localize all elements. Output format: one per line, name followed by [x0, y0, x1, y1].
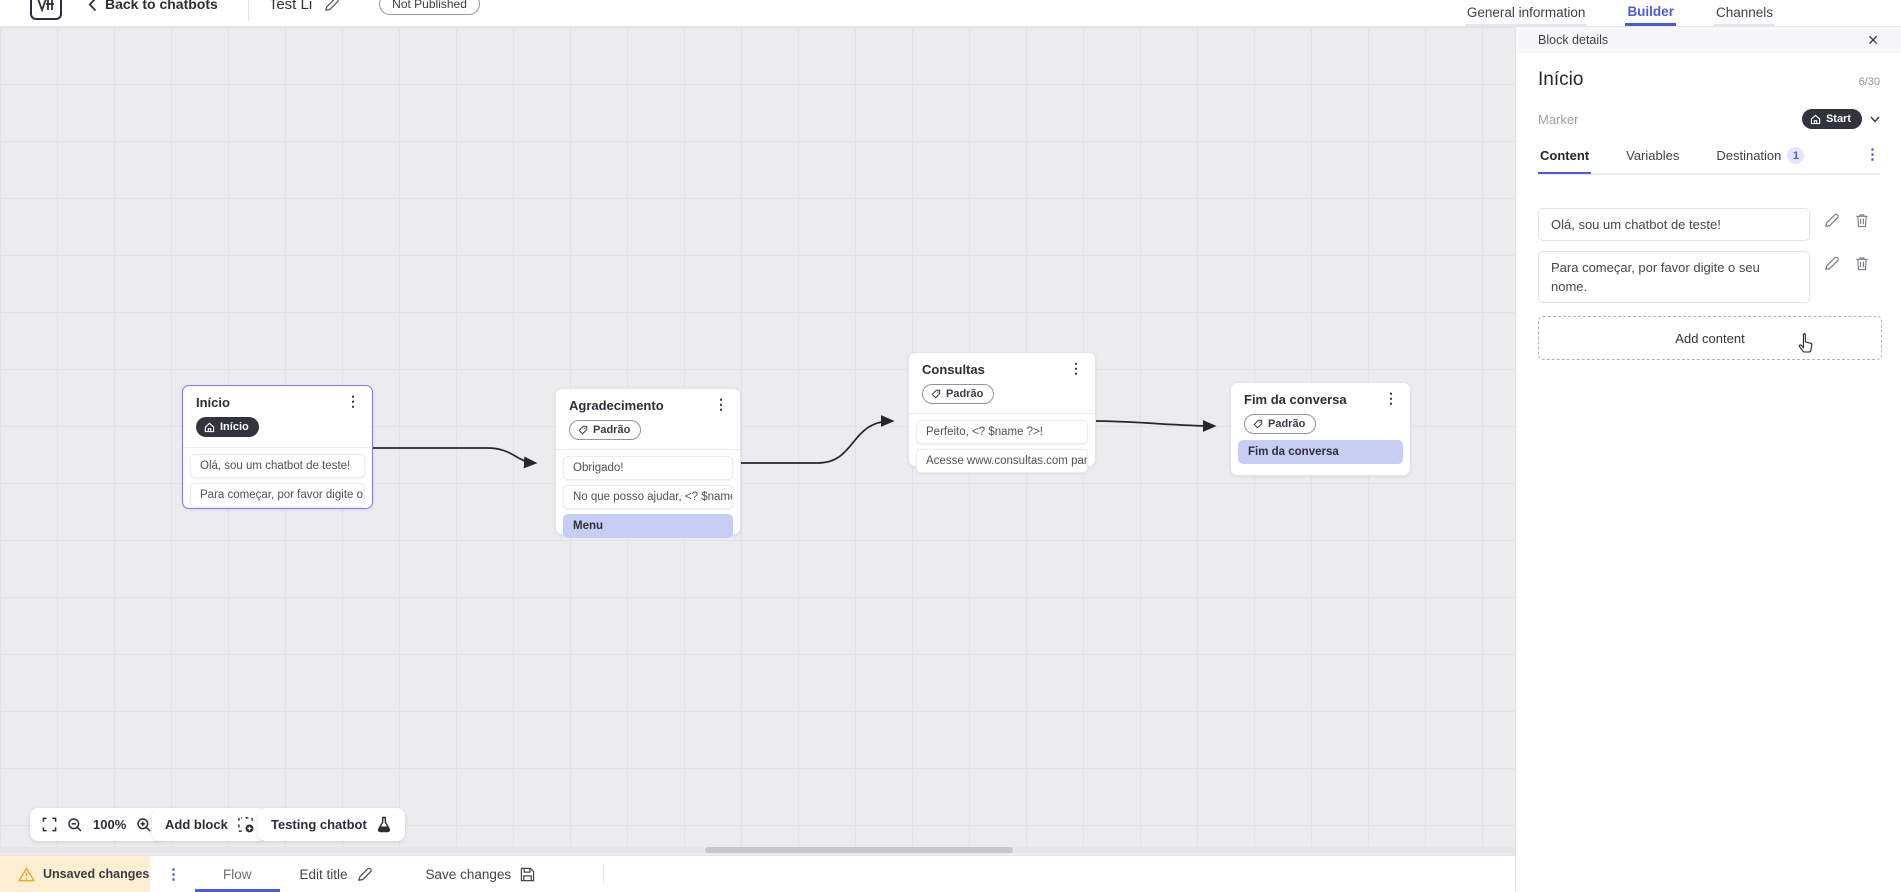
block-title: Consultas	[922, 362, 985, 377]
tab-general-information[interactable]: General information	[1464, 0, 1588, 26]
tag-icon	[578, 425, 588, 435]
block-title: Início	[196, 395, 230, 410]
block-menu-icon[interactable]: ⋮	[1069, 360, 1083, 376]
panel-tab-label: Destination	[1716, 148, 1782, 163]
cursor-pointer	[1795, 332, 1817, 356]
fit-screen-icon[interactable]	[42, 817, 57, 832]
canvas-hscrollbar-track	[0, 847, 1515, 853]
marker-chip-label: Padrão	[946, 388, 984, 400]
flow-block-consultas[interactable]: Consultas ⋮ Padrão Perfeito, <? $name ?>…	[908, 352, 1096, 473]
zoom-level: 100%	[93, 817, 127, 832]
testing-chatbot-button[interactable]: Testing chatbot	[258, 808, 405, 841]
block-name-field[interactable]: Início	[1538, 69, 1584, 90]
bottom-bar: Unsaved changes ⋮ Flow Edit title Save c…	[0, 855, 1515, 892]
zoom-in-icon[interactable]	[136, 817, 152, 833]
warning-icon	[18, 867, 35, 881]
block-button-card[interactable]: Fim da conversa	[1238, 440, 1403, 464]
block-details-panel: Block details ✕ Início 6/30 Marker Start	[1515, 27, 1901, 892]
pencil-icon	[357, 867, 372, 881]
panel-tab-label: Variables	[1626, 148, 1680, 163]
edit-title-button[interactable]: Edit title	[280, 856, 392, 892]
save-changes-label: Save changes	[425, 866, 512, 882]
flow-block-inicio[interactable]: Início ⋮ Início Olá, sou um chatbot de t…	[182, 385, 373, 509]
tab-channels[interactable]: Channels	[1713, 0, 1775, 26]
add-block-button[interactable]: Add block	[152, 808, 267, 841]
top-bar: Back to chatbots Test Li Not Published G…	[0, 0, 1901, 27]
block-title: Agradecimento	[569, 398, 664, 413]
edit-message-icon[interactable]	[1824, 256, 1839, 271]
marker-select[interactable]: Start	[1801, 109, 1862, 129]
add-content-label: Add content	[1675, 330, 1745, 346]
save-icon	[520, 867, 535, 881]
status-badge: Not Published	[379, 0, 480, 15]
delete-message-icon[interactable]	[1855, 213, 1869, 228]
back-label: Back to chatbots	[105, 0, 218, 12]
block-message-card[interactable]: Olá, sou um chatbot de teste!	[190, 453, 365, 478]
block-message-card[interactable]: Perfeito, <? $name ?>!	[916, 420, 1088, 444]
close-panel-icon[interactable]: ✕	[1867, 31, 1879, 48]
tab-flow[interactable]: Flow	[195, 856, 280, 892]
tag-icon	[1253, 419, 1263, 429]
block-message-card[interactable]: No que posso ajudar, <? $name ...	[563, 485, 733, 509]
add-block-icon	[238, 817, 254, 833]
divider	[247, 0, 249, 21]
block-message-card[interactable]: Obrigado!	[563, 456, 733, 480]
marker-chip-label: Início	[220, 421, 249, 433]
block-message-card[interactable]: Para começar, por favor digite o ...	[190, 482, 365, 507]
home-icon	[1810, 114, 1821, 124]
marker-label: Marker	[1538, 111, 1579, 127]
char-counter: 6/30	[1858, 76, 1880, 88]
panel-tab-variables[interactable]: Variables	[1624, 148, 1681, 172]
add-content-button[interactable]: Add content	[1538, 316, 1882, 360]
content-message-card[interactable]: Para começar, por favor digite o seu nom…	[1538, 251, 1810, 303]
edit-title-label: Edit title	[299, 866, 348, 882]
zoom-out-icon[interactable]	[67, 817, 83, 833]
marker-chip: Padrão	[569, 420, 642, 440]
chevron-down-icon[interactable]	[1870, 116, 1880, 123]
divider	[603, 864, 605, 884]
marker-select-value: Start	[1825, 113, 1851, 125]
unsaved-changes-indicator: Unsaved changes	[0, 856, 150, 892]
back-to-chatbots[interactable]: Back to chatbots	[88, 0, 218, 12]
content-message-card[interactable]: Olá, sou um chatbot de teste!	[1538, 208, 1810, 241]
marker-chip: Padrão	[922, 384, 995, 404]
block-menu-icon[interactable]: ⋮	[346, 393, 360, 409]
zoom-controls: 100%	[30, 808, 165, 841]
tag-icon	[931, 389, 941, 399]
panel-title: Block details	[1538, 33, 1609, 47]
save-changes-button[interactable]: Save changes	[406, 856, 556, 892]
flask-icon	[377, 816, 390, 833]
delete-message-icon[interactable]	[1855, 256, 1869, 271]
canvas-hscrollbar-thumb[interactable]	[705, 847, 1013, 853]
bot-title: Test Li	[268, 0, 313, 13]
panel-tab-label: Content	[1540, 148, 1590, 163]
marker-chip: Padrão	[1244, 414, 1317, 434]
edit-message-icon[interactable]	[1824, 213, 1839, 228]
block-menu-icon[interactable]: ⋮	[714, 396, 728, 412]
block-message-card[interactable]: Acesse www.consultas.com par...	[916, 449, 1088, 473]
marker-chip-label: Padrão	[1268, 418, 1306, 430]
flow-block-agradecimento[interactable]: Agradecimento ⋮ Padrão Obrigado! No que …	[555, 388, 741, 538]
app-logo[interactable]	[30, 0, 62, 20]
chevron-left-icon	[88, 0, 97, 11]
panel-tab-destination[interactable]: Destination 1	[1714, 147, 1806, 173]
flow-block-fim[interactable]: Fim da conversa ⋮ Padrão Fim da conversa	[1230, 382, 1411, 476]
unsaved-changes-label: Unsaved changes	[43, 867, 150, 881]
panel-tab-content[interactable]: Content	[1538, 148, 1591, 172]
panel-menu-icon[interactable]: ⋮	[1865, 146, 1880, 163]
testing-chatbot-label: Testing chatbot	[271, 817, 367, 832]
block-button-card[interactable]: Menu	[563, 514, 733, 538]
tab-builder[interactable]: Builder	[1625, 0, 1676, 26]
marker-chip-label: Padrão	[593, 424, 631, 436]
add-block-label: Add block	[165, 817, 228, 832]
home-icon	[204, 422, 215, 432]
block-title: Fim da conversa	[1244, 392, 1347, 407]
app-logo-icon	[37, 0, 54, 13]
destination-count-badge: 1	[1787, 147, 1805, 164]
block-menu-icon[interactable]: ⋮	[1384, 390, 1398, 406]
footer-menu-icon[interactable]: ⋮	[166, 866, 181, 883]
start-marker-chip: Início	[196, 417, 259, 437]
edit-bot-title-icon[interactable]	[324, 0, 339, 12]
